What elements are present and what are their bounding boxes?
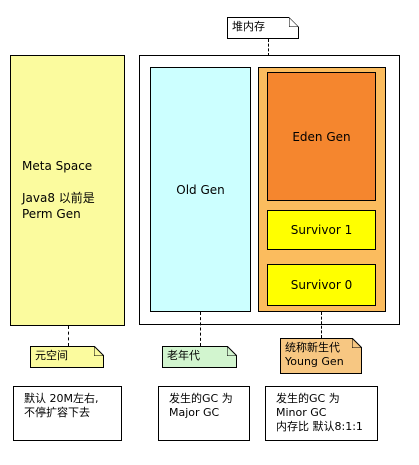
young-note: 统称新生代 Young Gen: [280, 338, 362, 374]
old-gen-label: Old Gen: [176, 182, 225, 197]
eden-gen-label: Eden Gen: [292, 129, 351, 144]
meta-note-label: 元空间: [35, 349, 68, 362]
survivor0-box: Survivor 0: [267, 264, 376, 306]
survivor1-box: Survivor 1: [267, 210, 376, 250]
meta-info-box: 默认 20M左右, 不停扩容下去: [13, 386, 122, 441]
young-note-line2: Young Gen: [285, 355, 344, 368]
young-info-box: 发生的GC 为 Minor GC 内存比 默认8:1:1: [265, 386, 378, 441]
heap-note-label: 堆内存: [232, 20, 265, 33]
meta-note: 元空间: [30, 346, 104, 368]
young-connector: [321, 312, 322, 338]
survivor1-label: Survivor 1: [290, 223, 353, 237]
old-note-label: 老年代: [167, 349, 200, 362]
young-note-line1: 统称新生代: [285, 341, 340, 354]
heap-note: 堆内存: [227, 17, 299, 39]
meta-space-line1: Java8 以前是: [22, 191, 95, 205]
old-note: 老年代: [162, 346, 237, 368]
note-fold-icon: [227, 346, 237, 356]
old-gen-box: Old Gen: [150, 67, 251, 312]
meta-space-title: Meta Space: [22, 159, 93, 173]
heap-note-connector: [268, 39, 269, 56]
meta-space-line2: Perm Gen: [22, 207, 81, 221]
note-fold-icon: [94, 346, 104, 356]
meta-space-box: Meta Space Java8 以前是 Perm Gen: [10, 55, 125, 326]
meta-connector: [68, 326, 69, 346]
old-connector: [200, 312, 201, 346]
note-fold-icon: [289, 17, 299, 27]
eden-gen-box: Eden Gen: [267, 72, 376, 201]
old-info-box: 发生的GC 为 Major GC: [158, 386, 250, 441]
note-fold-icon: [352, 338, 362, 348]
survivor0-label: Survivor 0: [290, 278, 353, 292]
